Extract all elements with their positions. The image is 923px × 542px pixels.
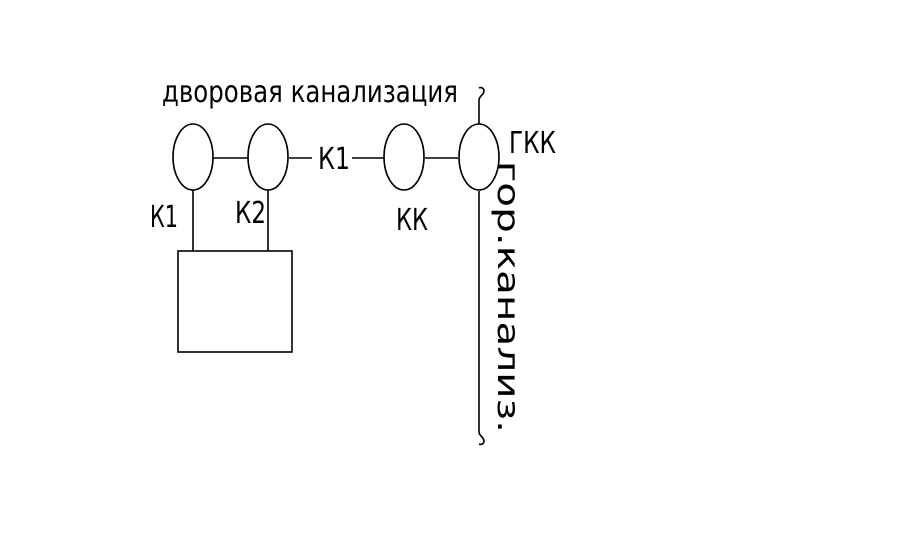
break-symbol-bottom: [478, 431, 485, 446]
city-sewer-label: гор.канализ.: [490, 161, 525, 433]
city-well-label: ГКК: [509, 126, 556, 161]
well-k1: [172, 123, 214, 191]
pipe-label-k1: К1: [318, 142, 350, 177]
yard-sewer-label: дворовая канализация: [162, 75, 458, 110]
well-k2: [247, 123, 289, 191]
control-well: [383, 123, 425, 191]
well-k2-label: К2: [235, 196, 266, 231]
city-well: [458, 123, 500, 191]
break-symbol-top: [478, 86, 485, 101]
building-block: [177, 250, 293, 353]
well-k1-label: К1: [150, 200, 178, 235]
control-well-label: КК: [396, 203, 428, 238]
